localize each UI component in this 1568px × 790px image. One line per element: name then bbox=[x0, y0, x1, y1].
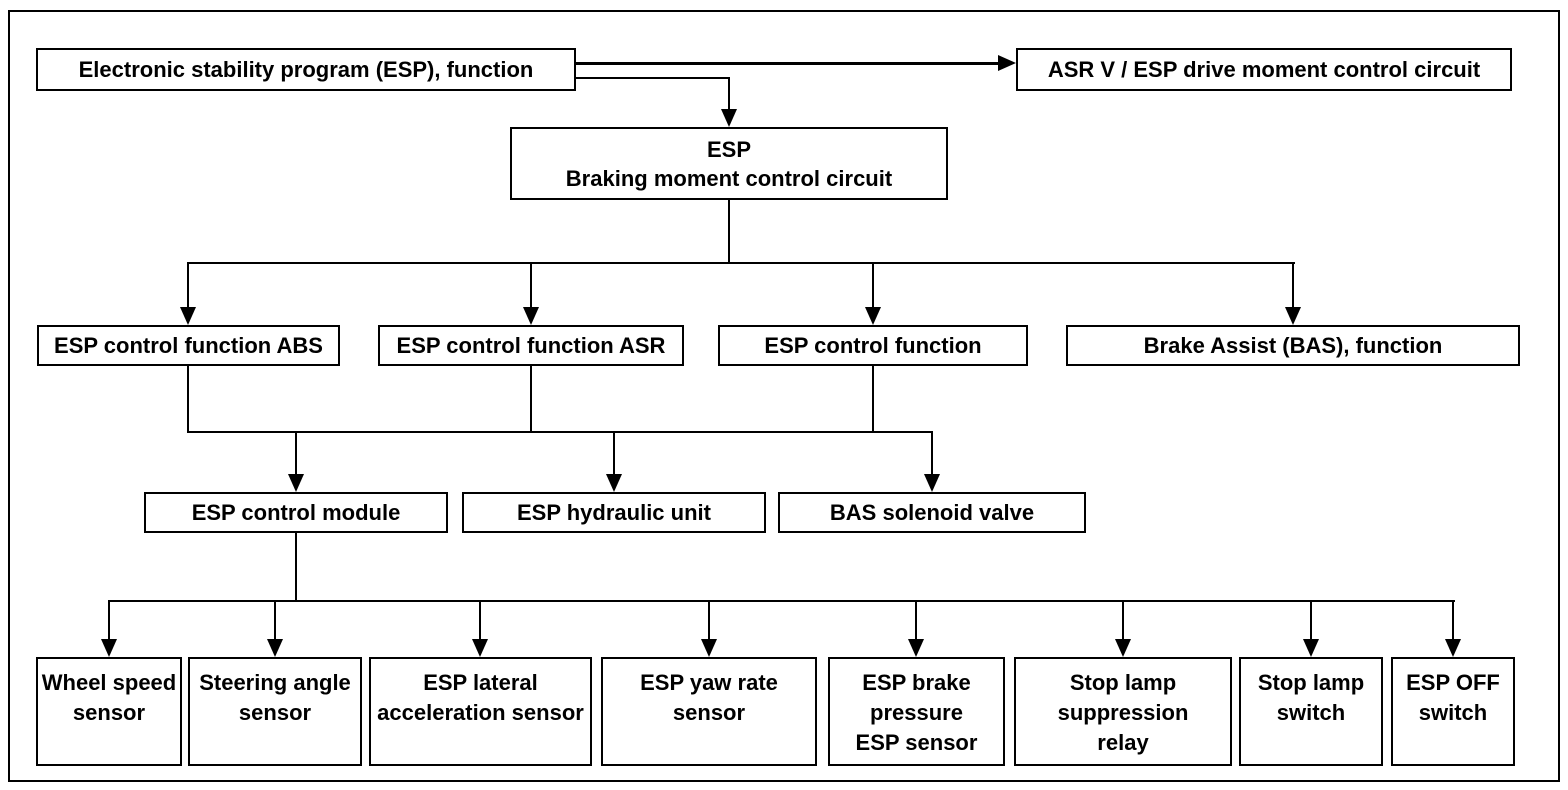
node-bas-solenoid-valve: BAS solenoid valve bbox=[778, 492, 1086, 533]
connector-drop-wheel-speed bbox=[108, 601, 110, 640]
node-esp-yaw-rate-sensor: ESP yaw rate sensor bbox=[601, 657, 817, 766]
connector-feed-control bbox=[872, 366, 874, 433]
connector-drop-stop-lamp bbox=[1310, 601, 1312, 640]
arrowhead-down-icon bbox=[523, 307, 539, 325]
connector-drop-steering bbox=[274, 601, 276, 640]
arrowhead-down-icon bbox=[701, 639, 717, 657]
connector-drop-esp-off bbox=[1452, 601, 1454, 640]
node-esp-off-switch: ESP OFF switch bbox=[1391, 657, 1515, 766]
connector-drop-solenoid bbox=[931, 432, 933, 475]
arrowhead-down-icon bbox=[721, 109, 737, 127]
node-esp-lateral-acceleration-sensor: ESP lateral acceleration sensor bbox=[369, 657, 592, 766]
node-esp-hydraulic-unit: ESP hydraulic unit bbox=[462, 492, 766, 533]
connector-drop-bas bbox=[1292, 263, 1294, 308]
connector-drop-yaw bbox=[708, 601, 710, 640]
arrowhead-down-icon bbox=[1445, 639, 1461, 657]
arrowhead-down-icon bbox=[908, 639, 924, 657]
connector-module-stem bbox=[295, 533, 297, 602]
node-esp-control-function: ESP control function bbox=[718, 325, 1028, 366]
connector-bus1 bbox=[187, 262, 1295, 264]
connector-espfn-to-asrcircuit bbox=[576, 62, 998, 65]
arrowhead-down-icon bbox=[1303, 639, 1319, 657]
node-stop-lamp-suppression-relay: Stop lamp suppression relay bbox=[1014, 657, 1232, 766]
arrowhead-down-icon bbox=[101, 639, 117, 657]
node-esp-control-function-abs: ESP control function ABS bbox=[37, 325, 340, 366]
arrowhead-down-icon bbox=[472, 639, 488, 657]
arrowhead-right-icon bbox=[998, 55, 1016, 71]
diagram-outer-border bbox=[8, 10, 1560, 782]
connector-drop-relay bbox=[1122, 601, 1124, 640]
connector-drop-control bbox=[872, 263, 874, 308]
arrowhead-down-icon bbox=[1285, 307, 1301, 325]
arrowhead-down-icon bbox=[1115, 639, 1131, 657]
connector-espfn-to-braking-v bbox=[728, 77, 730, 111]
node-steering-angle-sensor: Steering angle sensor bbox=[188, 657, 362, 766]
node-esp-control-module: ESP control module bbox=[144, 492, 448, 533]
connector-drop-brake-pressure bbox=[915, 601, 917, 640]
connector-espfn-to-braking-h bbox=[576, 77, 730, 79]
connector-bus3 bbox=[108, 600, 1455, 602]
arrowhead-down-icon bbox=[267, 639, 283, 657]
node-brake-assist-function: Brake Assist (BAS), function bbox=[1066, 325, 1520, 366]
connector-braking-stem bbox=[728, 200, 730, 264]
node-wheel-speed-sensor: Wheel speed sensor bbox=[36, 657, 182, 766]
node-esp-control-function-asr: ESP control function ASR bbox=[378, 325, 684, 366]
node-esp-brake-pressure-sensor: ESP brake pressure ESP sensor bbox=[828, 657, 1005, 766]
arrowhead-down-icon bbox=[606, 474, 622, 492]
node-braking-moment-circuit: ESP Braking moment control circuit bbox=[510, 127, 948, 200]
connector-drop-abs bbox=[187, 263, 189, 308]
connector-drop-module bbox=[295, 432, 297, 475]
arrowhead-down-icon bbox=[180, 307, 196, 325]
arrowhead-down-icon bbox=[924, 474, 940, 492]
connector-feed-asr bbox=[530, 366, 532, 433]
node-esp-function: Electronic stability program (ESP), func… bbox=[36, 48, 576, 91]
arrowhead-down-icon bbox=[865, 307, 881, 325]
connector-drop-asr bbox=[530, 263, 532, 308]
connector-bus2 bbox=[187, 431, 933, 433]
node-stop-lamp-switch: Stop lamp switch bbox=[1239, 657, 1383, 766]
node-asr-drive-moment-circuit: ASR V / ESP drive moment control circuit bbox=[1016, 48, 1512, 91]
arrowhead-down-icon bbox=[288, 474, 304, 492]
connector-drop-hydraulic bbox=[613, 432, 615, 475]
connector-drop-lateral bbox=[479, 601, 481, 640]
connector-feed-abs bbox=[187, 366, 189, 433]
